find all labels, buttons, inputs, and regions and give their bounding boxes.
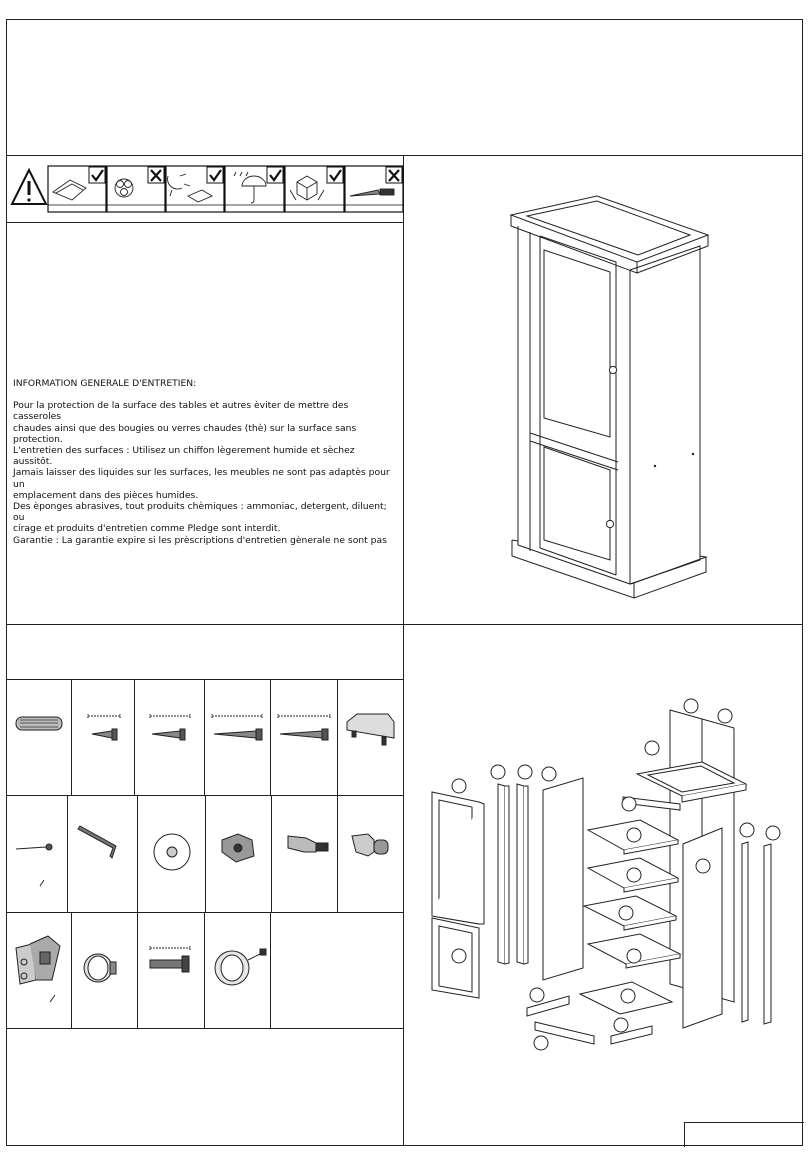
cell-divider [204, 679, 205, 795]
divider-hardware-row1 [6, 795, 403, 796]
divider-symbols [6, 222, 403, 223]
care-line: Des èponges abrasives, tout produits chè… [13, 501, 387, 524]
pin-nail-icon [15, 843, 53, 851]
cell-divider [137, 912, 138, 1028]
cell-divider [137, 795, 138, 912]
divider-header [6, 155, 803, 156]
cell-divider [270, 679, 271, 795]
chemical-icon [114, 178, 134, 198]
cell-divider [205, 795, 206, 912]
slash-mark [49, 994, 56, 1003]
dowel-icon [15, 716, 63, 731]
page-number-box [684, 1122, 804, 1147]
care-line: Jamais laisser des liquides sur les surf… [13, 467, 390, 490]
cam-lock-icon [221, 833, 255, 863]
allen-key-icon [77, 825, 117, 859]
slash-mark [39, 879, 45, 887]
care-instructions: INFORMATION GENERALE D'ENTRETIEN: Pour l… [13, 378, 393, 546]
part-callouts [451, 698, 781, 1051]
hinge-icon [15, 935, 61, 985]
care-symbols-strip [10, 165, 404, 213]
cell-divider [71, 912, 72, 1028]
divider-hardware-bottom [6, 1028, 403, 1029]
umbrella-rain-icon [233, 171, 267, 204]
sun-icon [167, 173, 213, 203]
cell-divider [67, 795, 68, 912]
cabinet-illustration [509, 195, 710, 599]
short-screw-icon [87, 714, 121, 741]
mark-icon [88, 166, 403, 184]
care-line: cirage et produits d'entretien comme Ple… [13, 523, 281, 535]
long-screw-icon [211, 714, 263, 741]
wall-plug-icon [287, 835, 329, 853]
shelf-pin-icon [351, 833, 389, 857]
cell-divider [71, 679, 72, 795]
care-line: L'entretien des surfaces : Utilisez un c… [13, 445, 355, 468]
divider-middle [6, 624, 803, 625]
cell-divider [337, 795, 338, 912]
cloth-icon [52, 179, 87, 201]
care-line: chaudes ainsi que des bougies ou verres … [13, 422, 357, 445]
care-line: Garantie : La garantie expire si les prè… [13, 534, 387, 546]
knob-icon [83, 953, 117, 983]
care-line: Pour la protection de la surface des tab… [13, 400, 349, 423]
handle-icon [346, 713, 395, 746]
door-knob-icon [214, 948, 267, 986]
cell-divider [271, 795, 272, 912]
medium-screw-icon [149, 714, 191, 741]
page-frame [6, 19, 803, 1146]
cell-divider [134, 679, 135, 795]
package-hands-icon [289, 175, 325, 201]
divider-center [403, 155, 404, 1146]
bolt-icon [149, 946, 191, 973]
cam-disc-icon [153, 833, 191, 871]
care-line: emplacement dans des pièces humides. [13, 489, 199, 501]
cell-divider [337, 679, 338, 795]
cell-divider [204, 912, 205, 1028]
care-title: INFORMATION GENERALE D'ENTRETIEN: [13, 378, 197, 389]
warning-icon [10, 167, 48, 205]
cell-divider [270, 912, 271, 1028]
knife-icon [349, 188, 395, 197]
longest-screw-icon [277, 714, 331, 741]
